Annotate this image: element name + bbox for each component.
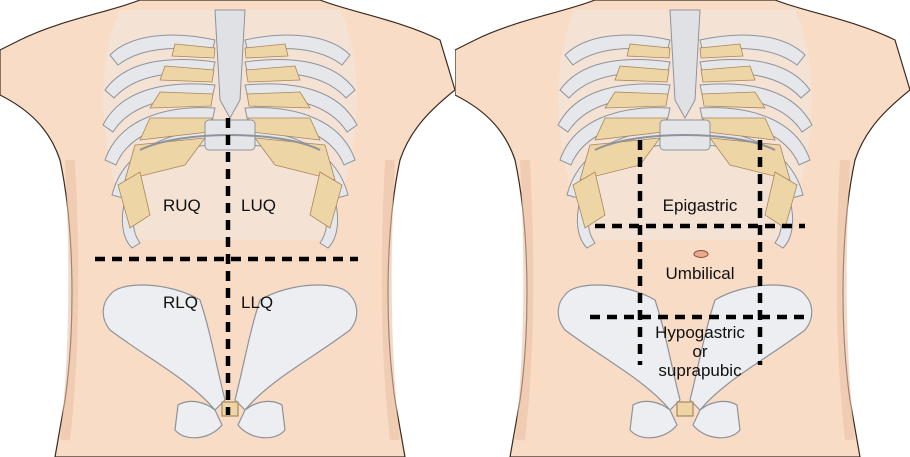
label-umbilical: Umbilical bbox=[666, 264, 735, 284]
torso-illustration-regions bbox=[455, 0, 910, 457]
label-ruq: RUQ bbox=[163, 196, 201, 216]
label-hypogastric: Hypogastric bbox=[655, 323, 745, 342]
label-luq: LUQ bbox=[241, 196, 276, 216]
regions-panel: Epigastric Umbilical Hypogastric or supr… bbox=[455, 0, 910, 457]
label-epigastric: Epigastric bbox=[663, 196, 738, 216]
label-suprapubic: suprapubic bbox=[655, 361, 745, 380]
torso-illustration-quadrants bbox=[0, 0, 455, 457]
quadrants-panel: RUQ LUQ RLQ LLQ bbox=[0, 0, 455, 457]
label-llq: LLQ bbox=[241, 293, 273, 313]
label-rlq: RLQ bbox=[163, 293, 198, 313]
label-hypogastric-or-suprapubic: Hypogastric or suprapubic bbox=[655, 323, 745, 380]
label-or: or bbox=[655, 342, 745, 361]
umbilicus bbox=[694, 251, 708, 258]
